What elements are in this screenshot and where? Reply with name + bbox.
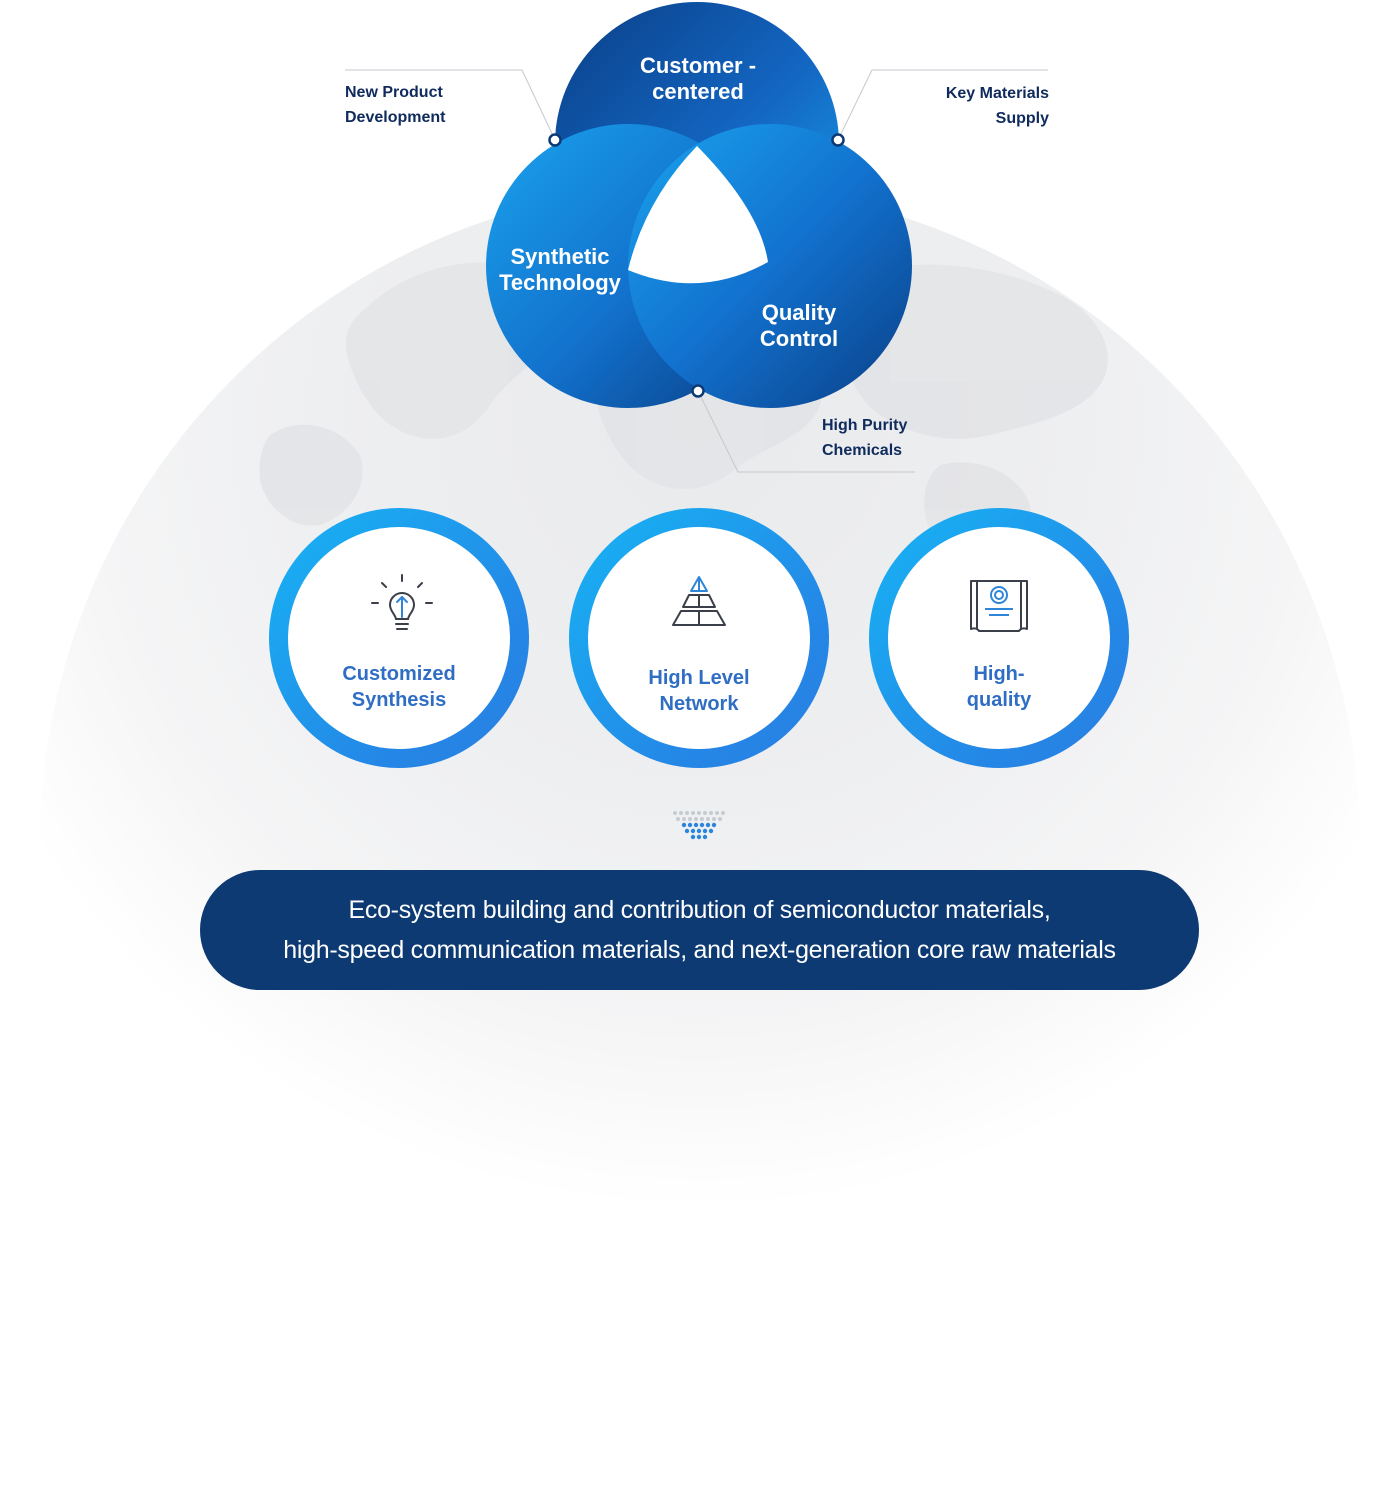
venn-label-quality: Quality Control	[759, 300, 839, 351]
venn-diagram	[486, 2, 912, 408]
venn-label-synthetic: Synthetic Technology	[499, 244, 621, 295]
certificate-icon	[970, 580, 1028, 632]
summary-banner: Eco-system building and contribution of …	[200, 870, 1199, 990]
ring-customized-synthesis: Customized Synthesis	[269, 508, 529, 768]
callout-high-purity: High Purity Chemicals	[822, 417, 908, 459]
marker-key-materials	[831, 133, 845, 147]
venn-label-customer: Customer - centered	[639, 53, 757, 104]
ring-high-level-network: High Level Network	[569, 508, 829, 768]
leader-new-product	[345, 69, 556, 141]
callout-key-materials: Key Materials Supply	[945, 85, 1049, 127]
ring-label: Customized Synthesis	[342, 663, 456, 711]
leader-high-purity	[697, 390, 915, 473]
callout-new-product: New Product Development	[345, 84, 446, 126]
lightbulb-icon	[371, 574, 433, 630]
marker-new-product	[548, 133, 562, 147]
callout-lines	[345, 69, 1048, 473]
ring-label: High Level Network	[648, 667, 750, 715]
marker-high-purity	[691, 384, 705, 398]
ring-label: High- quality	[966, 663, 1032, 711]
pyramid-icon	[672, 576, 726, 626]
venn-center-hole	[628, 146, 768, 284]
down-arrow-dots-icon	[673, 811, 725, 840]
banner-line-1: Eco-system building and contribution of …	[348, 896, 1051, 924]
ring-high-quality: High- quality	[869, 508, 1129, 768]
leader-key-materials	[837, 69, 1048, 141]
banner-line-2: high-speed communication materials, and …	[283, 936, 1116, 964]
